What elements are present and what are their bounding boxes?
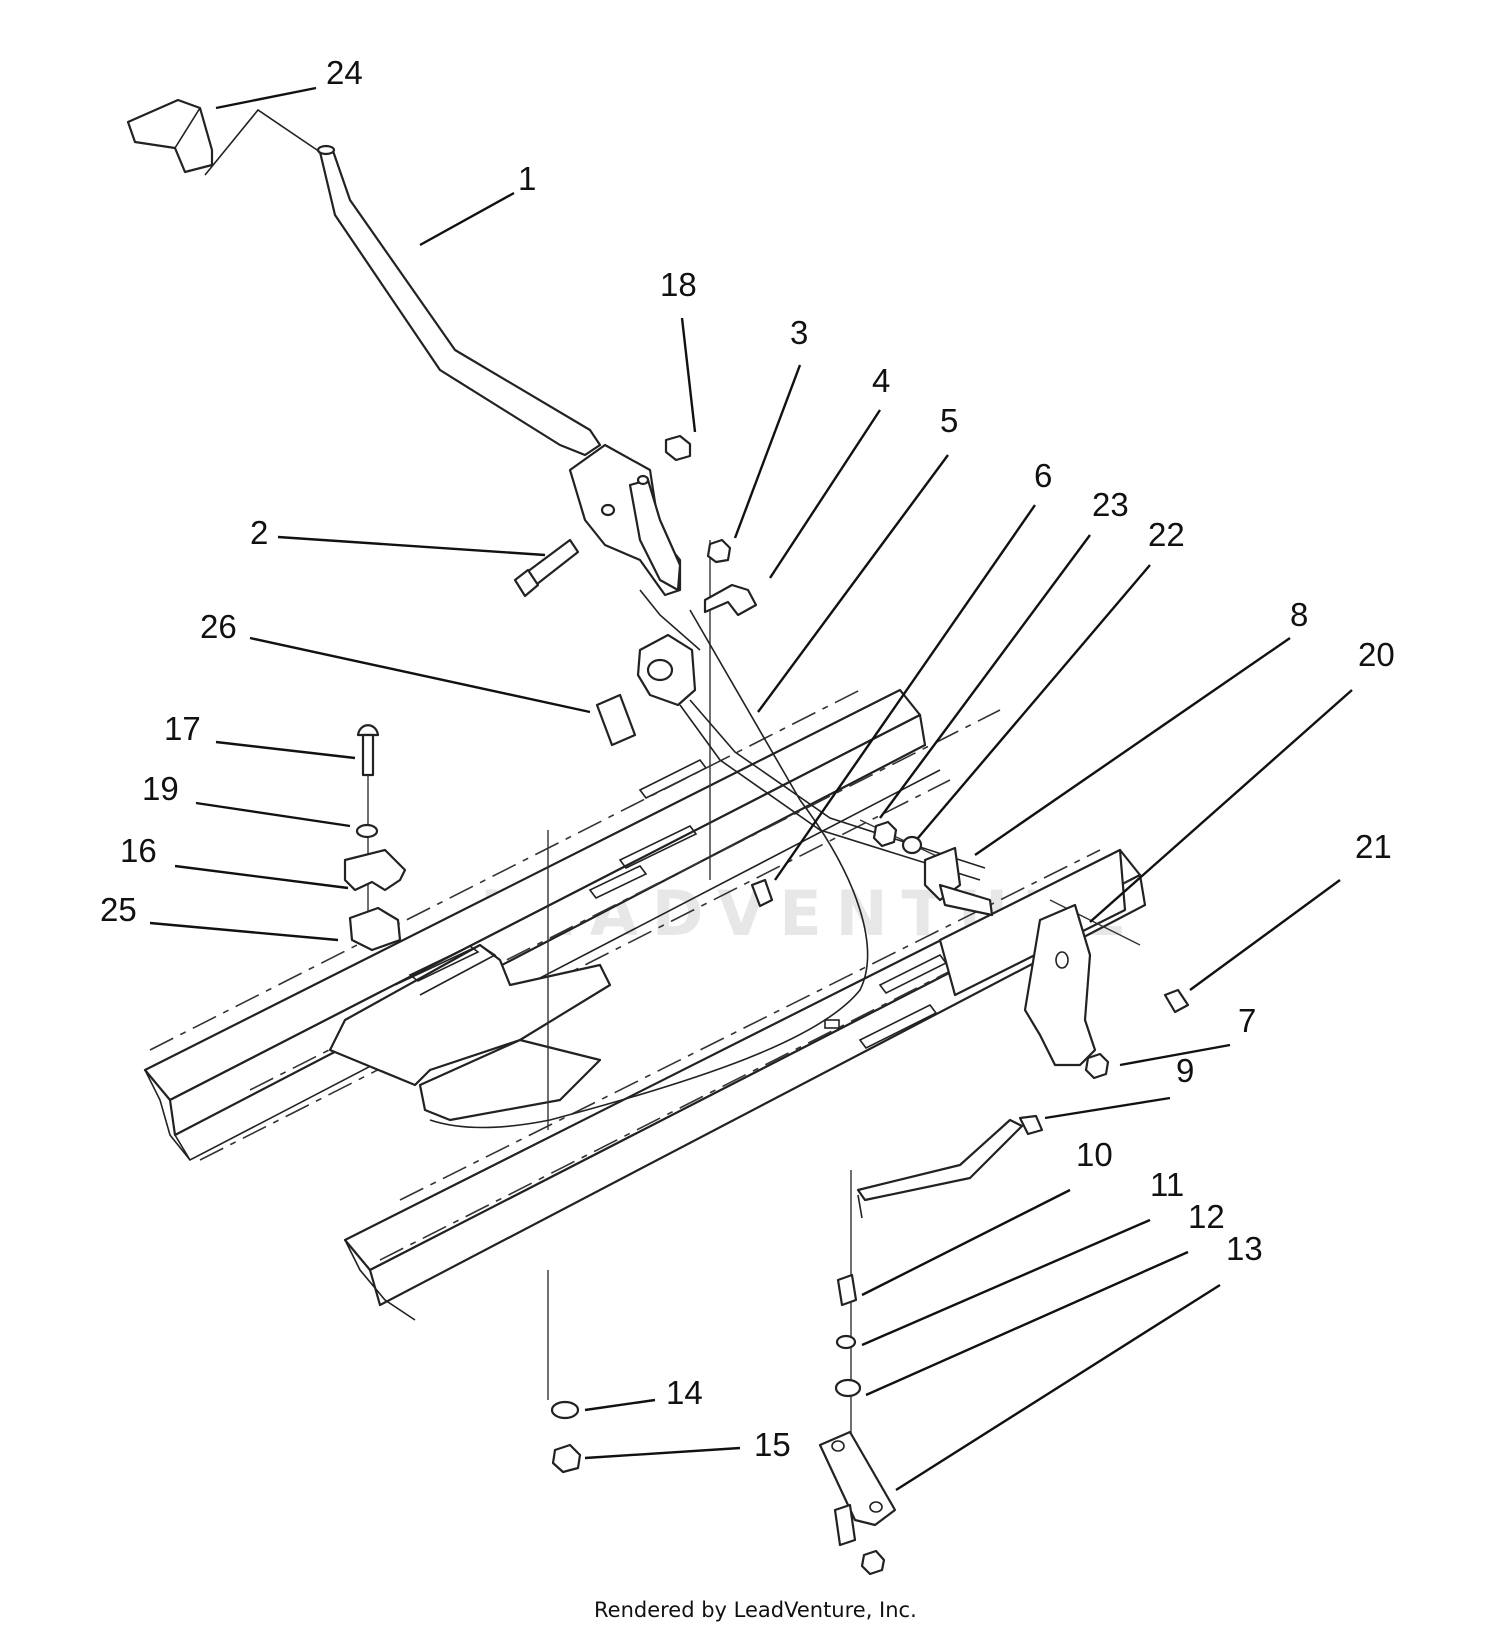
callout-9: 9 xyxy=(1176,1052,1194,1089)
part-washer-12 xyxy=(834,1378,862,1398)
leader-lines xyxy=(149,86,1353,1492)
part-clamp-4 xyxy=(703,583,758,617)
footer-credit: Rendered by LeadVenture, Inc. xyxy=(594,1598,917,1622)
callout-1: 1 xyxy=(518,160,536,197)
callout-19: 19 xyxy=(142,770,179,807)
part-washer-11 xyxy=(835,1334,857,1350)
callout-16: 16 xyxy=(120,832,157,869)
callout-24: 24 xyxy=(326,54,363,91)
callout-23: 23 xyxy=(1092,486,1129,523)
part-knob xyxy=(126,98,214,174)
part-nut-7 xyxy=(1084,1052,1110,1080)
callout-7: 7 xyxy=(1238,1002,1256,1039)
part-nut-3 xyxy=(706,538,732,564)
callout-25: 25 xyxy=(100,891,137,928)
part-washer-22 xyxy=(901,835,923,855)
part-bolt-6 xyxy=(750,878,774,908)
part-rod-9 xyxy=(856,1114,1044,1219)
callout-11: 11 xyxy=(1150,1166,1184,1203)
callout-15: 15 xyxy=(754,1426,791,1463)
part-bracket-8 xyxy=(923,846,994,917)
callout-labels: 24 1 18 3 4 5 2 6 23 22 26 8 20 17 19 16… xyxy=(100,54,1395,1463)
callout-4: 4 xyxy=(872,362,890,399)
part-bolt-2 xyxy=(513,538,580,598)
part-nut-23 xyxy=(872,820,898,848)
callout-10: 10 xyxy=(1076,1136,1113,1173)
part-pivot-26 xyxy=(595,633,986,881)
part-link-13 xyxy=(818,1430,897,1576)
part-lever-bracket xyxy=(568,443,801,801)
callout-12: 12 xyxy=(1188,1198,1225,1235)
part-nut-18 xyxy=(664,434,692,462)
callout-17: 17 xyxy=(164,710,201,747)
part-bolt-17 xyxy=(356,724,380,777)
part-clip-16 xyxy=(343,848,407,892)
callout-20: 20 xyxy=(1358,636,1395,673)
callout-8: 8 xyxy=(1290,596,1308,633)
part-plate-25 xyxy=(348,906,402,952)
callout-13: 13 xyxy=(1226,1230,1263,1267)
part-bolt-21 xyxy=(1163,988,1190,1014)
callout-18: 18 xyxy=(660,266,697,303)
part-lever xyxy=(204,108,602,457)
callout-26: 26 xyxy=(200,608,237,645)
callout-22: 22 xyxy=(1148,516,1185,553)
part-washer-14 xyxy=(550,1400,580,1420)
part-washer-19 xyxy=(355,823,379,839)
callout-5: 5 xyxy=(940,402,958,439)
callout-3: 3 xyxy=(790,314,808,351)
part-bolt-10 xyxy=(836,1273,858,1307)
frame-rails xyxy=(143,688,1147,1321)
callout-14: 14 xyxy=(666,1374,703,1411)
callout-21: 21 xyxy=(1355,828,1392,865)
part-cable xyxy=(429,799,869,1129)
callout-2: 2 xyxy=(250,514,268,551)
part-nut-15 xyxy=(551,1443,582,1474)
callout-6: 6 xyxy=(1034,457,1052,494)
